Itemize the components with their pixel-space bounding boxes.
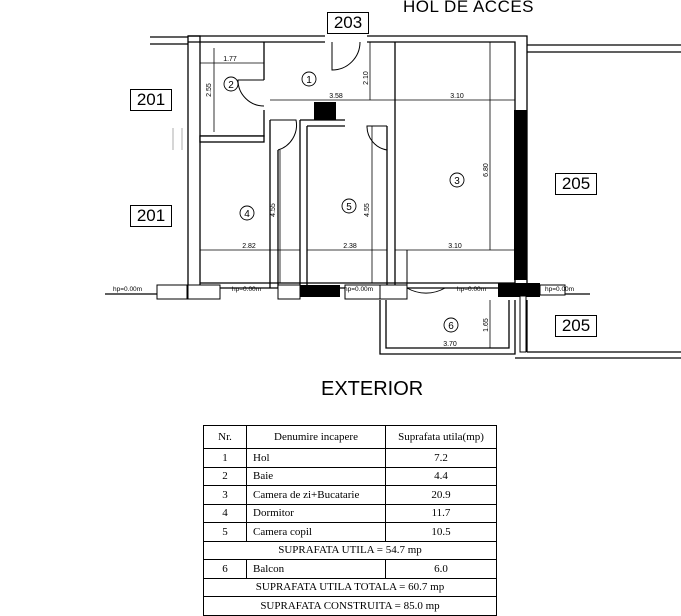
page-title: HOL DE ACCES bbox=[403, 0, 535, 16]
dimension-label: 2.55 bbox=[206, 83, 213, 97]
row-number: 1 bbox=[203, 448, 247, 468]
row-number: 3 bbox=[203, 485, 247, 505]
unit-label-201-lower: 201 bbox=[130, 205, 172, 227]
room-name: Dormitor bbox=[246, 503, 386, 523]
level-label: hp=0.00m bbox=[344, 286, 373, 293]
dimension-label: 2.38 bbox=[343, 243, 357, 250]
solid-wall-segments bbox=[300, 102, 540, 297]
room-area: 4.4 bbox=[385, 466, 497, 486]
dimension-texts: 1.77 2.55 3.58 2.10 3.10 6.80 4.55 4.55 … bbox=[206, 56, 490, 348]
total-util-row: SUPRAFATA UTILA TOTALA = 60.7 mp bbox=[203, 577, 497, 597]
table-row: 2 Baie 4.4 bbox=[203, 466, 497, 486]
room-name: Camera de zi+Bucatarie bbox=[246, 485, 386, 505]
table-header-row: Nr. Denumire incapere Suprafata utila(mp… bbox=[203, 425, 497, 449]
room-area: 20.9 bbox=[385, 485, 497, 505]
room-number: 1 bbox=[306, 75, 312, 86]
room-name: Camera copil bbox=[246, 522, 386, 542]
level-label: hp=0.00m bbox=[113, 286, 142, 293]
unit-label-205-lower: 205 bbox=[555, 315, 597, 337]
room-number: 4 bbox=[244, 209, 250, 220]
unit-label-201-upper: 201 bbox=[130, 89, 172, 111]
level-label: hp=0.00m bbox=[457, 286, 486, 293]
room-area: 11.7 bbox=[385, 503, 497, 523]
room-name: Hol bbox=[246, 448, 386, 468]
total-constr-row: SUPRAFATA CONSTRUITA = 85.0 mp bbox=[203, 596, 497, 616]
room-number: 3 bbox=[454, 176, 460, 187]
unit-label-205-upper: 205 bbox=[555, 173, 597, 195]
table-row: 5 Camera copil 10.5 bbox=[203, 522, 497, 542]
room-number: 2 bbox=[228, 80, 234, 91]
exterior-label: EXTERIOR bbox=[321, 378, 424, 400]
level-labels: hp=0.00m hp=0.00m hp=0.00m hp=0.00m hp=0… bbox=[113, 286, 574, 293]
doors bbox=[237, 41, 446, 294]
column-header: Denumire incapere bbox=[246, 425, 386, 449]
table-row: 6 Balcon 6.0 bbox=[203, 559, 497, 579]
dimension-label: 2.82 bbox=[242, 243, 256, 250]
column-header: Suprafata utila(mp) bbox=[385, 425, 497, 449]
floor-plan-drawing: 1 2 3 4 5 6 1.77 2.55 3.58 2.10 3.10 6.8… bbox=[105, 35, 681, 359]
total-constr-text: SUPRAFATA CONSTRUITA = 85.0 mp bbox=[203, 596, 497, 616]
dimension-label: 4.55 bbox=[364, 203, 371, 217]
area-table: Nr. Denumire incapere Suprafata utila(mp… bbox=[203, 425, 497, 616]
table-row: 3 Camera de zi+Bucatarie 20.9 bbox=[203, 485, 497, 505]
level-label: hp=0.00m bbox=[545, 286, 574, 293]
subtotal-row: SUPRAFATA UTILA = 54.7 mp bbox=[203, 540, 497, 560]
dimension-label: 3.10 bbox=[448, 243, 462, 250]
room-area: 10.5 bbox=[385, 522, 497, 542]
dimension-label: 3.58 bbox=[329, 93, 343, 100]
dimension-label: 3.70 bbox=[443, 341, 457, 348]
dimension-label: 6.80 bbox=[483, 163, 490, 177]
dimension-lines bbox=[200, 42, 515, 349]
row-number: 4 bbox=[203, 503, 247, 523]
dimension-label: 3.10 bbox=[450, 93, 464, 100]
level-label: hp=0.00m bbox=[232, 286, 261, 293]
subtotal-text: SUPRAFATA UTILA = 54.7 mp bbox=[203, 540, 497, 560]
table-row: 4 Dormitor 11.7 bbox=[203, 503, 497, 523]
edge-markers bbox=[172, 128, 183, 150]
room-markers bbox=[223, 71, 465, 333]
dimension-label: 1.77 bbox=[223, 56, 237, 63]
dimension-label: 2.10 bbox=[363, 71, 370, 85]
row-number: 5 bbox=[203, 522, 247, 542]
room-area: 7.2 bbox=[385, 448, 497, 468]
room-numbers: 1 2 3 4 5 6 bbox=[228, 75, 460, 332]
table-row: 1 Hol 7.2 bbox=[203, 448, 497, 468]
room-number: 6 bbox=[448, 321, 454, 332]
dimension-label: 1.65 bbox=[483, 318, 490, 332]
row-number: 6 bbox=[203, 559, 247, 579]
total-util-text: SUPRAFATA UTILA TOTALA = 60.7 mp bbox=[203, 577, 497, 597]
unit-label-203: 203 bbox=[327, 12, 369, 34]
window-sills bbox=[156, 284, 566, 353]
room-name: Balcon bbox=[246, 559, 386, 579]
room-number: 5 bbox=[346, 202, 352, 213]
column-header: Nr. bbox=[203, 425, 247, 449]
row-number: 2 bbox=[203, 466, 247, 486]
room-name: Baie bbox=[246, 466, 386, 486]
room-area: 6.0 bbox=[385, 559, 497, 579]
dimension-label: 4.55 bbox=[270, 203, 277, 217]
